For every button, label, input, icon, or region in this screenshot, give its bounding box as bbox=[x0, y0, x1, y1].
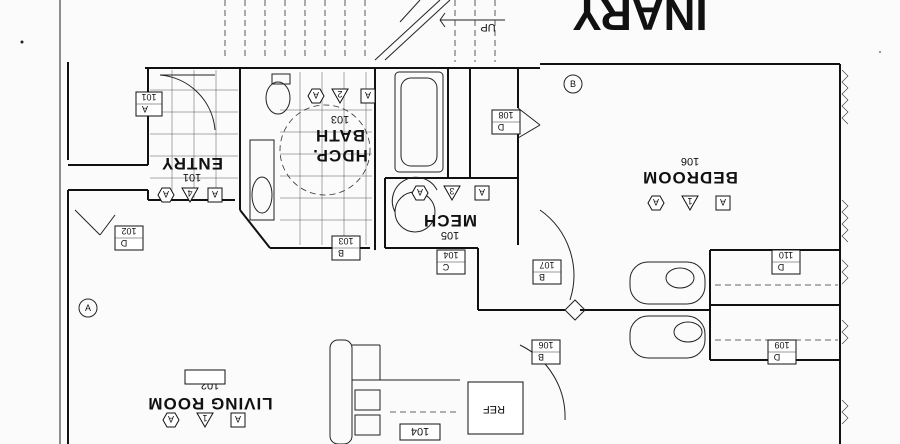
svg-text:A: A bbox=[85, 303, 91, 313]
svg-text:A: A bbox=[720, 197, 726, 207]
room-label-mech: MECH 105 bbox=[423, 211, 477, 241]
svg-text:D: D bbox=[497, 122, 504, 132]
living-room-name: LIVING ROOM bbox=[147, 394, 272, 413]
stamp-text: INARY bbox=[572, 0, 707, 39]
preliminary-stamp: INARY bbox=[572, 0, 707, 39]
door-tag-110: D 110 bbox=[771, 249, 801, 275]
svg-text:B: B bbox=[570, 79, 576, 89]
door-tag-104-kitchen: 104 bbox=[399, 423, 441, 441]
svg-text:A: A bbox=[653, 197, 659, 207]
room-label-entry: ENTRY 101 bbox=[161, 154, 223, 183]
bath-number: 103 bbox=[331, 113, 349, 125]
door-tag-103: B 103 bbox=[331, 235, 361, 261]
entry-number: 101 bbox=[183, 171, 201, 183]
svg-text:A: A bbox=[365, 90, 371, 100]
finish-tags-bedroom: A 1 A bbox=[647, 195, 731, 212]
svg-text:103: 103 bbox=[338, 236, 353, 246]
door-tag-104: C 104 bbox=[436, 249, 466, 275]
door-tag-108: D 108 bbox=[491, 109, 521, 135]
mech-name: MECH bbox=[423, 211, 477, 230]
finish-tags-bath: A 2 A bbox=[307, 88, 376, 105]
svg-text:1: 1 bbox=[687, 196, 692, 206]
door-tag-106: B 106 bbox=[531, 339, 561, 365]
room-label-bedroom: BEDROOM 106 bbox=[642, 155, 738, 187]
svg-text:101: 101 bbox=[141, 92, 156, 102]
kitchen: REF bbox=[329, 339, 524, 444]
bedroom-name: BEDROOM bbox=[642, 168, 738, 187]
door-tag-101: A 101 bbox=[135, 91, 163, 117]
svg-text:2: 2 bbox=[337, 89, 342, 99]
svg-text:A: A bbox=[212, 189, 218, 199]
svg-text:110: 110 bbox=[779, 250, 793, 260]
svg-text:106: 106 bbox=[538, 340, 553, 350]
closets bbox=[74, 107, 838, 421]
svg-text:A: A bbox=[142, 104, 148, 114]
svg-text:A: A bbox=[313, 90, 319, 100]
grid-bubble-b: B bbox=[563, 74, 583, 94]
finish-tags-entry: A 4 A bbox=[157, 187, 223, 204]
entry-tiles bbox=[150, 70, 238, 198]
entry-name: ENTRY bbox=[161, 154, 223, 173]
finish-tags-mech: A 3 A bbox=[411, 185, 490, 202]
svg-text:D: D bbox=[773, 352, 780, 362]
svg-text:D: D bbox=[120, 238, 127, 248]
svg-text:104: 104 bbox=[443, 250, 458, 260]
svg-text:104: 104 bbox=[411, 425, 429, 437]
bath-name-line-2: BATH bbox=[315, 126, 365, 145]
finish-tags-living: A 1 A bbox=[162, 412, 246, 429]
svg-text:108: 108 bbox=[498, 110, 513, 120]
svg-text:A: A bbox=[479, 187, 485, 197]
svg-text:1: 1 bbox=[202, 413, 207, 423]
stairs: UP bbox=[224, 0, 505, 62]
stair-up-label: UP bbox=[480, 21, 495, 33]
svg-text:D: D bbox=[777, 262, 784, 272]
svg-text:B: B bbox=[338, 248, 344, 258]
svg-text:C: C bbox=[442, 262, 449, 272]
svg-text:A: A bbox=[163, 189, 169, 199]
room-label-bath: HDCP. BATH 103 bbox=[312, 113, 368, 165]
grid-bubble-a: A bbox=[78, 298, 98, 318]
svg-text:102: 102 bbox=[121, 226, 136, 236]
svg-text:109: 109 bbox=[774, 340, 789, 350]
svg-text:B: B bbox=[539, 272, 545, 282]
svg-text:3: 3 bbox=[449, 186, 454, 196]
mech-number: 105 bbox=[441, 229, 459, 241]
door-tag-102: D 102 bbox=[114, 225, 144, 251]
svg-text:4: 4 bbox=[187, 188, 192, 198]
svg-text:A: A bbox=[235, 414, 241, 424]
ref-label: REF bbox=[483, 403, 505, 415]
svg-text:B: B bbox=[538, 352, 544, 362]
bedroom-number: 106 bbox=[681, 155, 699, 167]
bath-name-line-1: HDCP. bbox=[312, 146, 368, 165]
svg-text:107: 107 bbox=[539, 260, 554, 270]
svg-text:A: A bbox=[168, 414, 174, 424]
door-tag-109: D 109 bbox=[767, 339, 797, 365]
door-tag-107: B 107 bbox=[532, 259, 562, 285]
window-hatch bbox=[841, 69, 849, 425]
svg-text:A: A bbox=[417, 187, 423, 197]
